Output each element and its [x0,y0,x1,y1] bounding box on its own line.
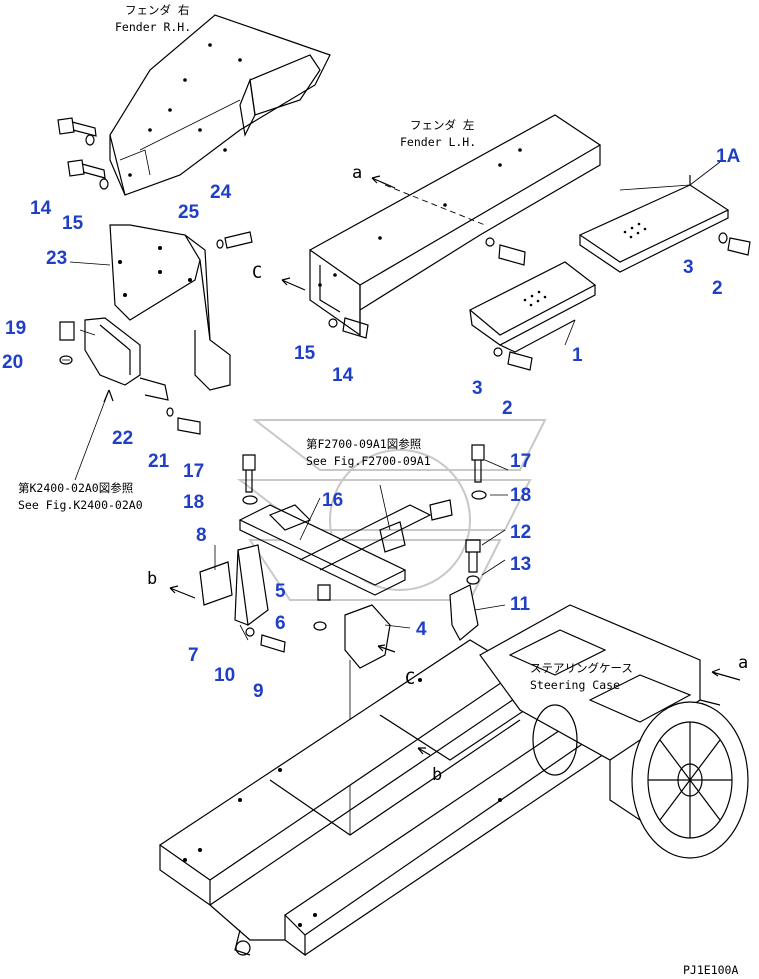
steering-case-en-label: Steering Case [530,678,620,692]
arrow-a-right [711,668,741,681]
callout-12: 12 [510,522,531,543]
bracket-11 [449,584,479,641]
callout-3-right: 3 [683,257,694,278]
ref-leader-k2400 [74,389,110,481]
view-letter-b-frame: b [432,765,442,785]
callout-20: 20 [2,352,23,373]
guard-8 [199,561,233,606]
view-letter-a-top: a [352,163,362,183]
step-plate-1 [328,237,597,371]
callout-14-rh: 14 [30,198,52,219]
callout-2-center: 2 [502,398,513,419]
view-line-a [384,184,486,226]
callout-10: 10 [214,665,235,686]
bolts-rh [57,117,109,190]
view-letter-a-right: a [738,653,748,673]
callout-6: 6 [275,613,286,634]
vent-holes-1a [623,222,647,239]
callout-1: 1 [572,345,583,366]
ref-arrow-k2400 [103,389,114,403]
fender-lh-jp-label: フェンダ 左 [410,118,474,132]
callout-17-right: 17 [510,451,531,472]
guard-7 [234,544,286,653]
fender-rh-jp-label: フェンダ 右 [125,3,189,17]
callout-17-left: 17 [183,461,204,482]
callout-23: 23 [46,248,67,269]
callout-8: 8 [196,525,207,546]
fig-f2700-jp-label: 第F2700-09A1図参照 [306,437,421,451]
fender-lh-en-label: Fender L.H. [400,135,476,149]
steering-case-jp-label: ステアリングケース [530,661,633,675]
fender-rh-en-label: Fender R.H. [115,20,191,34]
callout-24: 24 [210,182,232,203]
callout-15-lh: 15 [294,343,316,364]
callout-18-left: 18 [183,492,204,513]
bolts-17-18 [242,444,487,585]
bracket-23 [109,224,253,391]
callout-16: 16 [322,490,343,511]
vent-holes-1 [523,290,547,307]
bracket-19-20 [59,317,201,435]
view-letter-c-bracket: C [405,669,415,689]
steering-case [479,604,721,821]
drawing-id-label: PJ1E100A [683,963,738,977]
callout-15-rh: 15 [62,213,84,234]
fender-rh [109,14,331,196]
callout-7: 7 [188,645,199,666]
callout-4: 4 [416,619,427,640]
arrow-c-left [281,277,306,291]
callout-1a: 1A [716,146,741,167]
bracket-4 [313,584,391,669]
callout-5: 5 [275,581,286,602]
final-drive-wheel [631,701,749,859]
crossmember-16 [238,499,453,596]
callout-9: 9 [253,681,264,702]
fig-f2700-en-label: See Fig.F2700-09A1 [306,454,431,468]
callout-13: 13 [510,554,531,575]
fender-lh [308,114,602,337]
fig-k2400-en-label: See Fig.K2400-02A0 [18,498,143,512]
callout-14-lh: 14 [332,365,354,386]
callout-25: 25 [178,202,200,223]
callout-19: 19 [5,318,26,339]
view-letter-c-left: C [252,263,262,283]
arrow-b-left [169,585,196,599]
callout-11: 11 [510,594,531,615]
callout-3-center: 3 [472,378,483,399]
leader-lines [62,161,721,641]
view-letter-b-left: b [147,569,157,589]
arrow-c-bracket [377,644,396,653]
fig-k2400-jp-label: 第K2400-02A0図参照 [18,481,133,495]
arrow-a-top [371,175,396,189]
arrow-b-frame [417,747,431,756]
ref-leader-f2700 [379,484,391,531]
callout-22: 22 [112,428,133,449]
plate-1a [578,175,751,273]
callout-18-right: 18 [510,485,531,506]
callout-2-right: 2 [712,278,723,299]
callout-21: 21 [148,451,170,472]
